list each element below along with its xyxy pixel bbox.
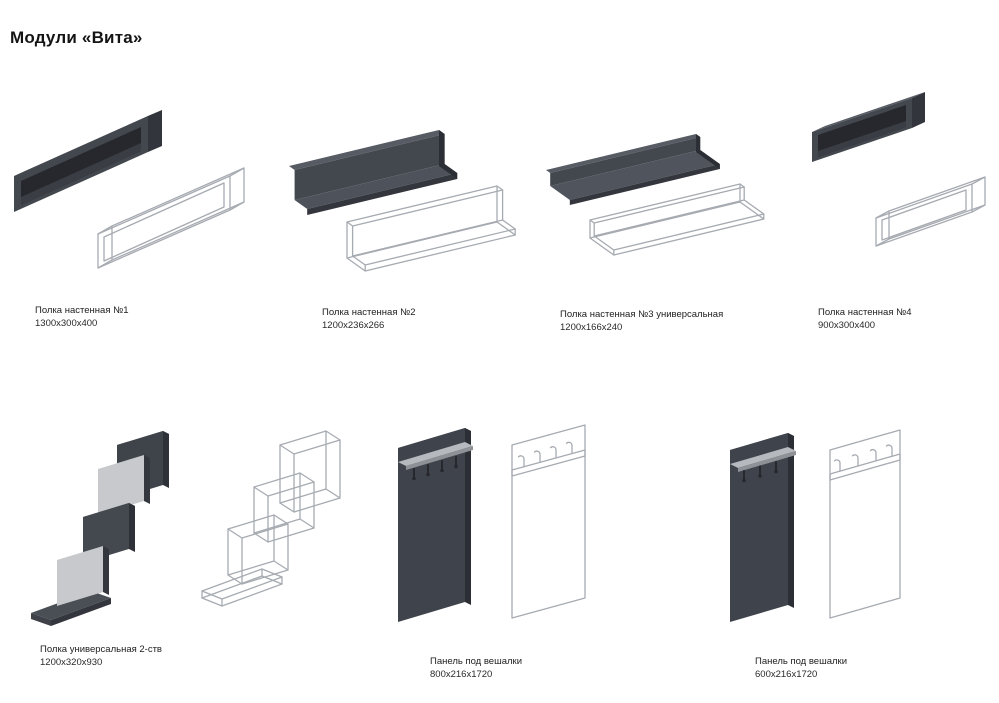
hanger-panel-600-wireframe-render — [829, 429, 901, 619]
product-dimensions: 900x300x400 — [818, 320, 876, 332]
universal-shelf-wireframe-render — [201, 430, 341, 607]
hanger-hooks — [742, 461, 778, 483]
hanger-hooks — [412, 456, 458, 481]
product-name: Панель под вешалки — [755, 656, 847, 667]
product-name: Панель под вешалки — [430, 656, 522, 667]
wall-shelf-3-render — [546, 134, 765, 256]
product-wall-shelf-1: Полка настенная №1 1300x300x400 — [8, 110, 258, 329]
page-title: Модули «Вита» — [10, 28, 143, 47]
product-name: Полка универсальная 2-ств — [40, 644, 162, 655]
hanger-panel-600-solid-render — [730, 433, 796, 622]
wall-shelf-1-render — [14, 110, 245, 269]
wall-shelf-4-render — [812, 92, 986, 247]
hanger-panel-800-solid-render — [398, 428, 473, 622]
product-hanger-panel-600: Панель под вешалки 600x216x1720 — [720, 412, 915, 680]
product-name: Полка настенная №2 — [322, 307, 416, 318]
product-wall-shelf-2: Полка настенная №2 1200x236x266 — [275, 128, 525, 331]
universal-shelf-render — [31, 430, 341, 626]
universal-shelf-solid-render — [31, 431, 169, 626]
wall-shelf-1-solid-render — [14, 110, 162, 212]
product-dimensions: 800x216x1720 — [430, 669, 493, 681]
hanger-panel-600-render — [730, 429, 901, 622]
wall-shelf-2-solid-render — [289, 130, 458, 215]
product-hanger-panel-800: Панель под вешалки 800x216x1720 — [390, 412, 600, 680]
product-wall-shelf-3: Полка настенная №3 универсальная 1200x16… — [530, 112, 780, 333]
wall-shelf-2-wireframe-render — [346, 185, 516, 272]
product-dimensions: 600x216x1720 — [755, 669, 818, 681]
wall-shelf-4-wireframe-render — [875, 176, 986, 247]
wall-shelf-3-solid-render — [546, 134, 720, 205]
wall-shelf-4-solid-render — [812, 92, 925, 162]
product-wall-shelf-4: Полка настенная №4 900x300x400 — [800, 90, 995, 331]
product-dimensions: 1300x300x400 — [35, 318, 98, 330]
product-dimensions: 1200x320x930 — [40, 657, 103, 669]
wall-shelf-2-render — [289, 130, 516, 272]
product-name: Полка настенная №1 — [35, 305, 129, 316]
product-dimensions: 1200x236x266 — [322, 320, 385, 332]
wall-shelf-3-wireframe-render — [589, 183, 765, 256]
product-name: Полка настенная №4 — [818, 307, 912, 318]
hanger-panel-800-render — [398, 424, 586, 622]
product-name: Полка настенная №3 универсальная — [560, 309, 724, 320]
hanger-panel-800-wireframe-render — [511, 424, 586, 619]
product-dimensions: 1200x166x240 — [560, 322, 623, 334]
product-universal-shelf: Полка универсальная 2-ств 1200x320x930 — [25, 415, 370, 668]
wall-shelf-1-wireframe-render — [97, 167, 245, 269]
